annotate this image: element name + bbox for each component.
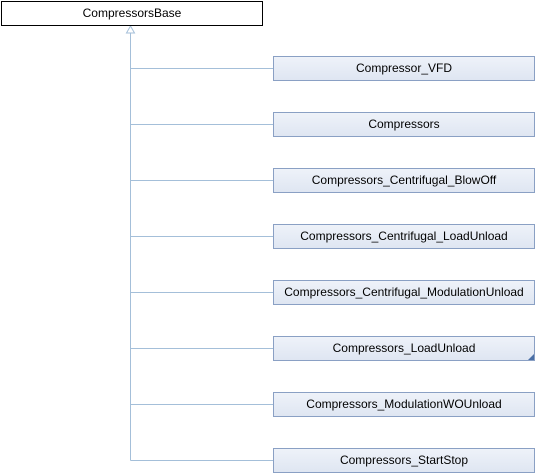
derived-class-label: Compressors (368, 117, 440, 131)
derived-class-label: Compressors_StartStop (339, 453, 469, 467)
derived-class-node[interactable]: Compressor_VFD (273, 56, 535, 81)
derived-class-node[interactable]: Compressors (273, 112, 535, 137)
more-subclasses-icon (528, 354, 534, 360)
base-class-label: CompressorsBase (82, 6, 182, 20)
derived-class-label: Compressors_Centrifugal_ModulationUnload (284, 285, 524, 299)
derived-class-label: Compressor_VFD (355, 61, 453, 75)
derived-class-node[interactable]: Compressors_LoadUnload (273, 336, 535, 361)
derived-class-node[interactable]: Compressors_Centrifugal_LoadUnload (273, 224, 535, 249)
derived-class-label: Compressors_ModulationWOUnload (306, 397, 502, 411)
derived-class-label: Compressors_Centrifugal_BlowOff (311, 173, 497, 187)
base-class-node[interactable]: CompressorsBase (1, 1, 263, 26)
derived-class-node[interactable]: Compressors_ModulationWOUnload (273, 392, 535, 417)
derived-class-node[interactable]: Compressors_StartStop (273, 448, 535, 473)
derived-class-label: Compressors_LoadUnload (332, 341, 476, 355)
inheritance-arrowhead (125, 24, 136, 34)
derived-class-node[interactable]: Compressors_Centrifugal_BlowOff (273, 168, 535, 193)
derived-class-label: Compressors_Centrifugal_LoadUnload (300, 229, 508, 243)
derived-class-node[interactable]: Compressors_Centrifugal_ModulationUnload (273, 280, 535, 305)
